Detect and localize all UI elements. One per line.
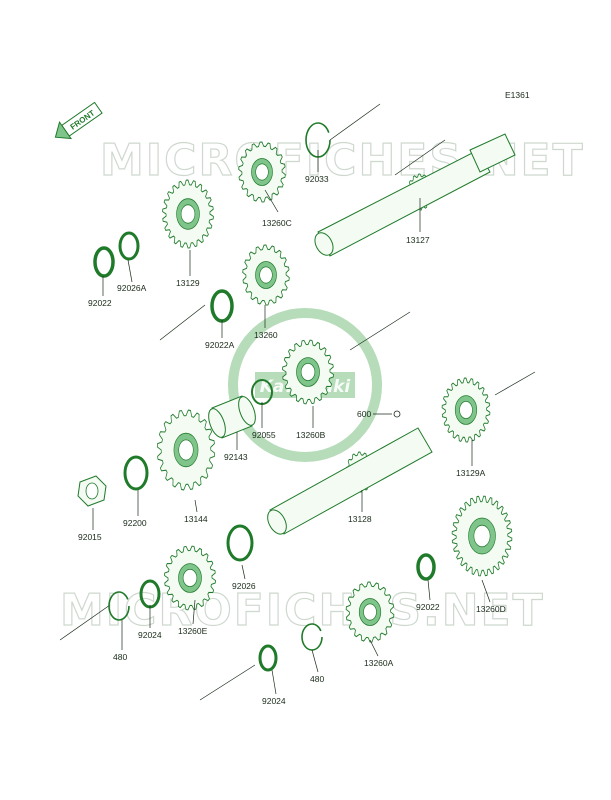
washer-92026 — [226, 524, 254, 562]
guide-lines — [59, 103, 536, 701]
label-480-bottom: 480 — [310, 674, 324, 684]
gear-13260B — [282, 339, 334, 405]
label-13260D: 13260D — [476, 604, 506, 614]
label-92022-bottom: 92022 — [416, 602, 440, 612]
diagram-id: E1361 — [505, 90, 530, 100]
label-92143: 92143 — [224, 452, 248, 462]
gear-13260 — [242, 244, 290, 306]
washer-92024-bottom — [258, 644, 278, 672]
gear-13260A — [345, 581, 395, 643]
washer-92026A — [118, 231, 140, 261]
gear-13144 — [156, 409, 216, 491]
label-92022-top: 92022 — [88, 298, 112, 308]
label-13144: 13144 — [184, 514, 208, 524]
label-13260A: 13260A — [364, 658, 394, 668]
part-labels: 92033 13260C 13127 13129 92022 92026A 13… — [78, 174, 506, 706]
clip-480-left — [108, 591, 130, 621]
label-92022A: 92022A — [205, 340, 235, 350]
watermark-top: MICROFICHES.NET — [100, 135, 585, 186]
nut-92015 — [77, 475, 107, 507]
label-480-left: 480 — [113, 652, 127, 662]
label-600: 600 — [357, 409, 371, 419]
label-13128: 13128 — [348, 514, 372, 524]
collar-92143 — [208, 395, 256, 439]
reference-dot-600 — [393, 410, 401, 418]
label-92024-left: 92024 — [138, 630, 162, 640]
gear-13129 — [162, 179, 214, 249]
washer-92022-bottom — [416, 553, 436, 581]
gear-13129A — [441, 377, 491, 443]
gear-13260E — [164, 545, 216, 611]
label-13127: 13127 — [406, 235, 430, 245]
label-13260: 13260 — [254, 330, 278, 340]
leader-lines — [92, 150, 491, 695]
label-92200: 92200 — [123, 518, 147, 528]
shaft-13127 — [314, 133, 516, 257]
label-13260E: 13260E — [178, 626, 208, 636]
gear-13260D — [451, 495, 513, 577]
label-92015: 92015 — [78, 532, 102, 542]
label-92024-bottom: 92024 — [262, 696, 286, 706]
shaft-13128 — [267, 427, 433, 535]
label-13129: 13129 — [176, 278, 200, 288]
washer-92022-top — [93, 246, 115, 278]
watermark-bottom: MICROFICHES.NET — [60, 585, 545, 636]
label-13260B: 13260B — [296, 430, 326, 440]
front-arrow-icon: FRONT — [54, 101, 103, 140]
label-13260C: 13260C — [262, 218, 292, 228]
label-13129A: 13129A — [456, 468, 486, 478]
gear-13260C — [238, 141, 286, 203]
label-92033: 92033 — [305, 174, 329, 184]
parts-layer — [77, 122, 513, 672]
washer-92022A — [210, 289, 234, 323]
label-92055: 92055 — [252, 430, 276, 440]
label-92026: 92026 — [232, 581, 256, 591]
washer-92200 — [123, 455, 149, 491]
label-92026A: 92026A — [117, 283, 147, 293]
